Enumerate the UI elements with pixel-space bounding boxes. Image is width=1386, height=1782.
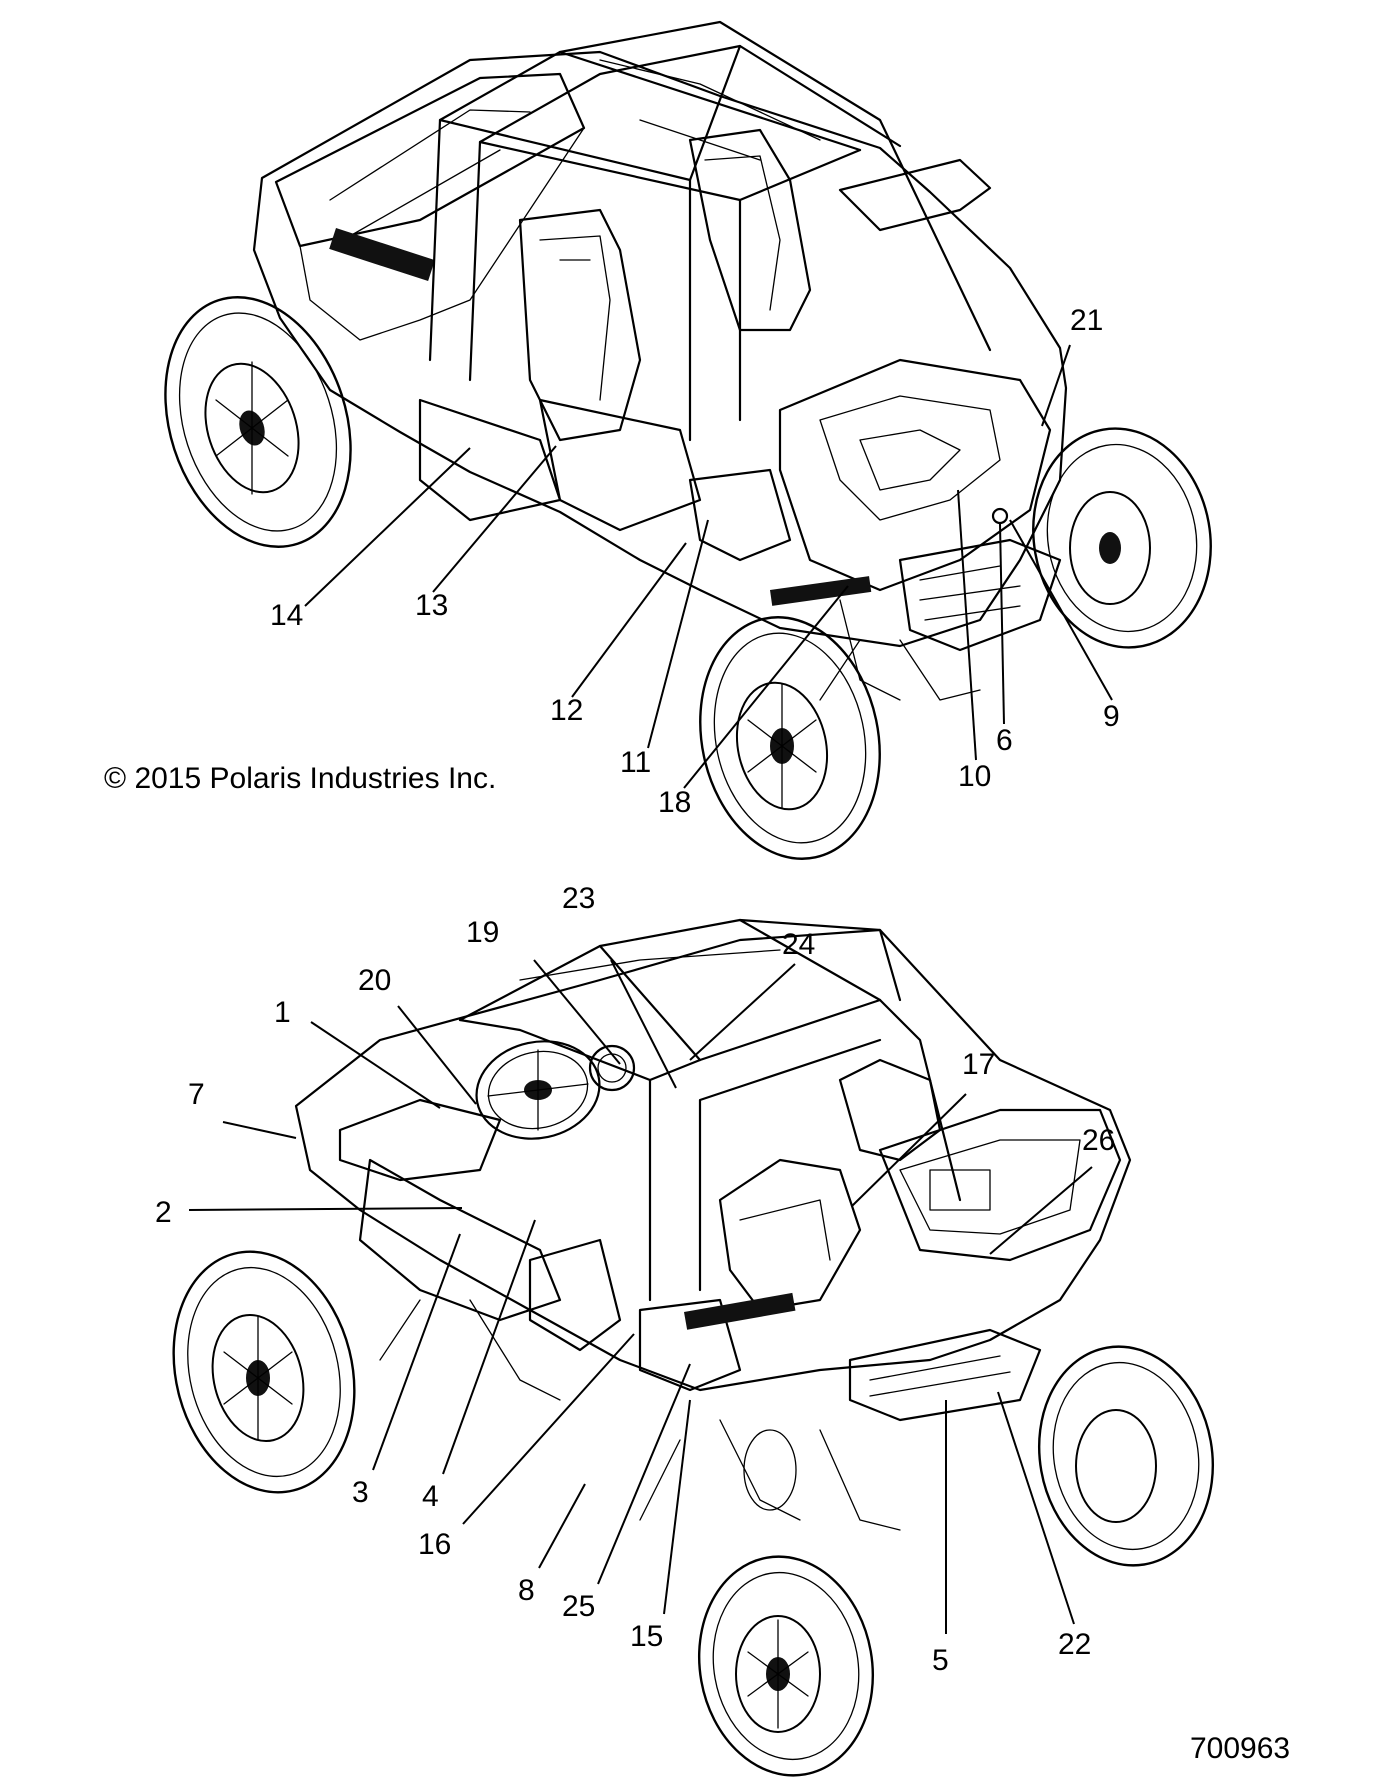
bottom-front-right-tire [1037,1345,1215,1567]
callout-25: 25 [562,1590,595,1623]
top-front-right-tire [1032,427,1212,649]
callout-20: 20 [358,964,391,997]
callout-12: 12 [550,694,583,727]
callout-4: 4 [422,1480,439,1513]
bottom-vehicle-illustration [172,918,1215,1777]
callouts-bottom: 23 19 24 20 1 17 7 26 2 3 4 16 8 25 15 5… [155,882,1115,1677]
copyright-notice: © 2015 Polaris Industries Inc. [104,762,496,795]
callout-5: 5 [932,1644,949,1677]
steering-wheel [475,1040,601,1140]
top-vehicle-illustration [164,20,1212,860]
bottom-rear-left-tire [172,1250,356,1494]
leader-lines [188,344,1113,1634]
callout-16: 16 [418,1528,451,1561]
callout-21: 21 [1070,304,1103,337]
callout-17: 17 [962,1048,995,1081]
callouts-top: 21 14 13 12 11 18 10 6 9 [270,304,1120,819]
callout-15: 15 [630,1620,663,1653]
callout-10: 10 [958,760,991,793]
callout-11: 11 [620,746,651,779]
callout-14: 14 [270,599,303,632]
callout-1: 1 [274,996,291,1029]
callout-23: 23 [562,882,595,915]
callout-6: 6 [996,724,1013,757]
top-rear-left-tire [164,296,352,548]
bottom-front-left-tire [697,1555,875,1777]
callout-3: 3 [352,1476,369,1509]
callout-7: 7 [188,1078,205,1111]
callout-8: 8 [518,1574,535,1607]
callout-13: 13 [415,589,448,622]
callout-9: 9 [1103,700,1120,733]
callout-24: 24 [782,928,815,961]
callout-18: 18 [658,786,691,819]
callout-2: 2 [155,1196,172,1229]
callout-22: 22 [1058,1628,1091,1661]
callout-19: 19 [466,916,499,949]
callout-26: 26 [1082,1124,1115,1157]
figure-number: 700963 [1190,1732,1290,1765]
